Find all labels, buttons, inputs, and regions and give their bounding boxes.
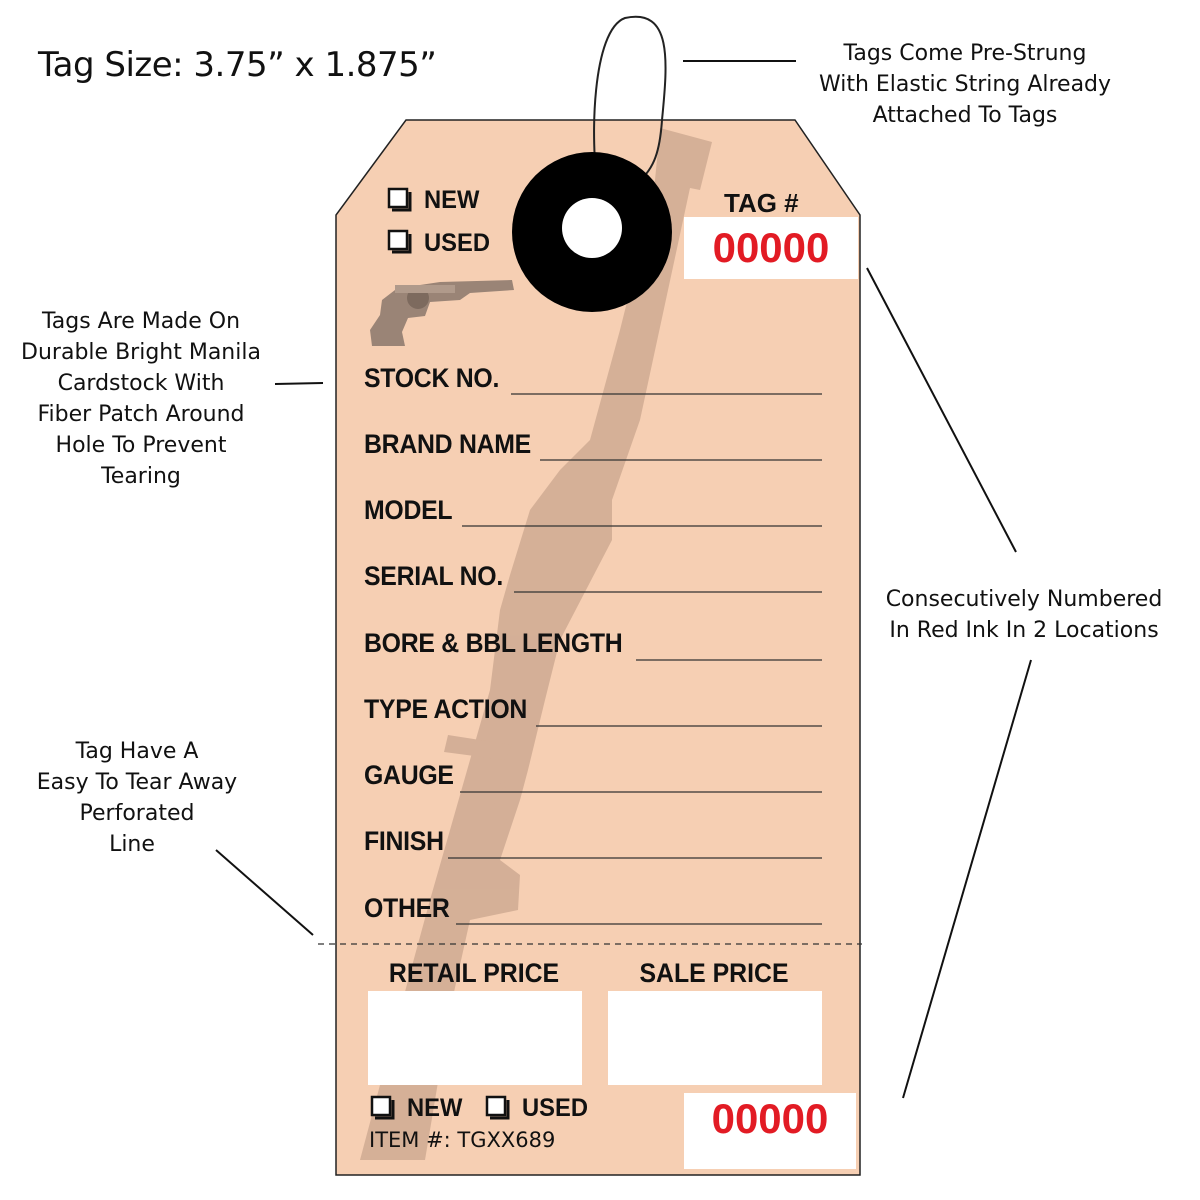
field-label-type-action: TYPE ACTION <box>364 694 528 724</box>
callout-line: Perforated <box>79 801 195 826</box>
item-number: ITEM #: TGXX689 <box>369 1128 556 1152</box>
callout-line: In Red Ink In 2 Locations <box>889 618 1159 643</box>
tag-number-top: 00000 <box>684 217 858 279</box>
callout-line: Hole To Prevent <box>55 433 227 458</box>
callout-line: Cardstock With <box>57 371 225 396</box>
checkbox-new-label: NEW <box>424 186 480 214</box>
stub-checkbox-used-label: USED <box>522 1094 588 1122</box>
sale-price-box <box>608 991 822 1085</box>
callout-line: Tag Have A <box>75 739 199 764</box>
field-label-model: MODEL <box>364 495 453 525</box>
callout-line: Consecutively Numbered <box>885 587 1163 612</box>
field-label-brand-name: BRAND NAME <box>364 429 531 459</box>
field-underlines <box>448 393 822 925</box>
callout-numbering: Consecutively Numbered In Red Ink In 2 L… <box>868 584 1180 646</box>
field-label-gauge: GAUGE <box>364 760 454 790</box>
tag-size-heading: Tag Size: 3.75” x 1.875” <box>38 45 437 85</box>
field-label-bore-bbl-length: BORE & BBL LENGTH <box>364 628 623 658</box>
field-label-serial-no: SERIAL NO. <box>364 561 503 591</box>
callout-line: Easy To Tear Away <box>36 770 238 795</box>
retail-price-box <box>368 991 582 1085</box>
reinforcement-ring-icon <box>512 152 672 312</box>
stub-checkbox-new-label: NEW <box>407 1094 463 1122</box>
rifle-silhouette-icon <box>360 128 712 1160</box>
elastic-string-icon <box>593 15 667 191</box>
revolver-icon <box>370 280 514 346</box>
retail-price-label: RETAIL PRICE <box>388 958 560 988</box>
callout-line: Tags Come Pre-Strung <box>843 41 1087 66</box>
checkbox-icon <box>370 187 507 1117</box>
checkbox-used-label: USED <box>424 229 490 257</box>
field-label-finish: FINISH <box>364 826 444 856</box>
callout-cardstock: Tags Are Made On Durable Bright Manila C… <box>10 306 272 492</box>
callout-line: Attached To Tags <box>872 103 1058 128</box>
callout-line: Line <box>109 832 155 857</box>
callout-line: Durable Bright Manila <box>21 340 261 365</box>
field-label-stock-no: STOCK NO. <box>364 363 500 393</box>
callout-perforation: Tag Have A Easy To Tear Away Perforated … <box>15 736 259 860</box>
sale-price-label: SALE PRICE <box>639 958 789 988</box>
callout-line: With Elastic String Already <box>818 72 1112 97</box>
tag-number-stub: 00000 <box>684 1093 856 1169</box>
tag-number-label: TAG # <box>724 188 799 218</box>
callout-line: Tags Are Made On <box>41 309 241 334</box>
callout-line: Tearing <box>101 464 181 489</box>
callout-string: Tags Come Pre-Strung With Elastic String… <box>800 38 1130 131</box>
callout-line: Fiber Patch Around <box>37 402 245 427</box>
callout-leaders <box>215 60 1032 1099</box>
field-label-other: OTHER <box>364 893 450 923</box>
